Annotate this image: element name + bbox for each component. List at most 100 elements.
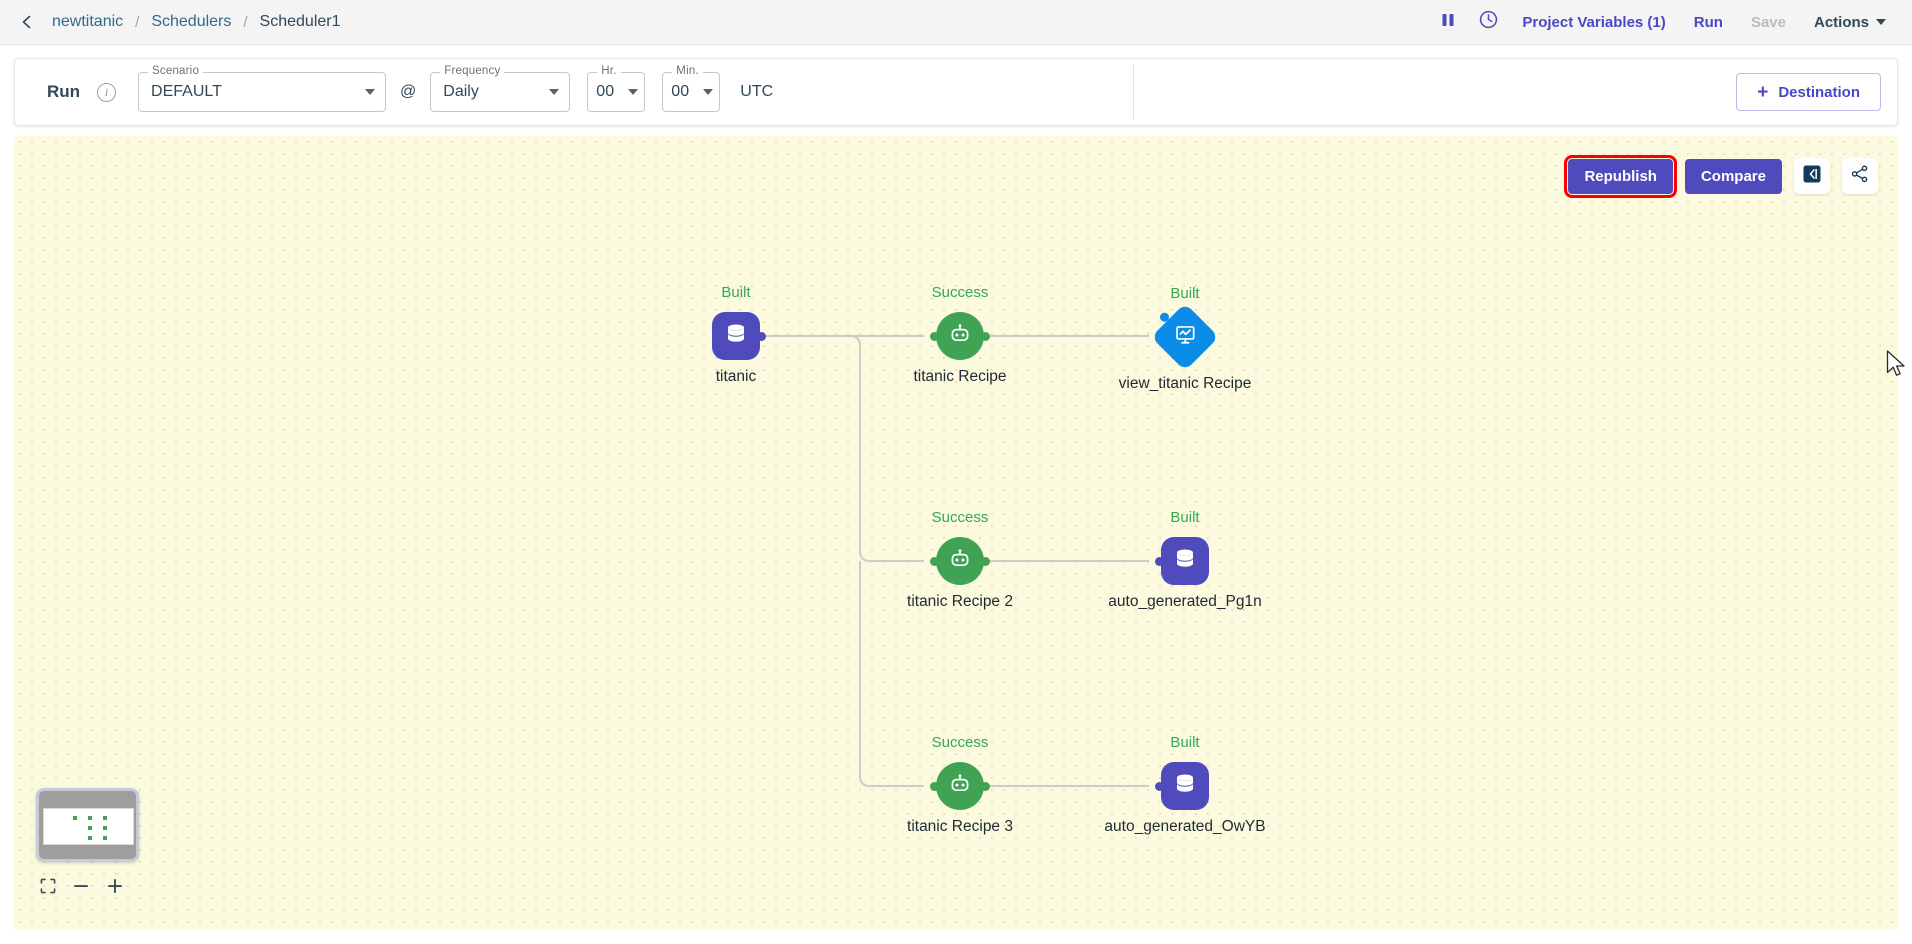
input-port[interactable] (1155, 556, 1164, 566)
at-symbol: @ (400, 83, 417, 100)
plus-icon (106, 877, 124, 900)
minimap-node-dot (103, 826, 107, 830)
node-titanic[interactable]: Built titanic (712, 284, 766, 385)
share-nodes-icon (1850, 164, 1870, 189)
output-port[interactable] (757, 331, 766, 341)
top-bar: newtitanic / Schedulers / Scheduler1 Pro… (0, 0, 1912, 45)
recipe-node-shape[interactable] (930, 312, 990, 360)
output-port[interactable] (981, 556, 990, 566)
zoom-out-button[interactable] (72, 877, 90, 900)
node-label: auto_generated_OwYB (1104, 818, 1266, 835)
input-port[interactable] (930, 781, 939, 791)
minute-select[interactable]: Min. 00 (662, 65, 721, 112)
run-label: Run (47, 82, 81, 101)
canvas-action-bar: Republish Compare (1564, 154, 1878, 198)
node-status: Built (721, 284, 751, 301)
node-status: Built (1170, 285, 1200, 302)
flow-canvas[interactable]: Republish Compare (14, 136, 1898, 930)
output-port[interactable] (981, 331, 990, 341)
compare-button[interactable]: Compare (1684, 158, 1782, 194)
dataset-node-shape[interactable] (1155, 537, 1209, 585)
scenario-value: DEFAULT (151, 83, 222, 100)
add-destination-label: Destination (1778, 83, 1860, 101)
pause-button[interactable] (1430, 4, 1466, 40)
dataset-node-shape[interactable] (712, 312, 766, 360)
collapse-panel-button[interactable] (1794, 158, 1830, 194)
fit-to-screen-icon (40, 878, 56, 899)
chevron-down-icon (628, 89, 639, 95)
chevron-down-icon (703, 89, 714, 95)
minimap-node-dot (103, 816, 107, 820)
back-button[interactable] (12, 0, 42, 45)
scheduler-settings-bar: Run i Scenario DEFAULT @ Frequency Daily… (14, 58, 1898, 126)
node-label: titanic Recipe 2 (907, 593, 1013, 610)
node-titanic-recipe-3[interactable]: Success titanic Recipe 3 (907, 734, 1013, 835)
section-divider (1133, 64, 1135, 120)
chevron-down-icon (1876, 19, 1886, 25)
actions-menu-label: Actions (1813, 13, 1869, 31)
node-label: view_titanic Recipe (1118, 375, 1252, 392)
chart-board-icon (1173, 322, 1198, 352)
fit-to-screen-button[interactable] (40, 878, 56, 899)
zoom-in-button[interactable] (106, 877, 124, 900)
chart-node-shape[interactable] (1151, 303, 1219, 371)
chevron-down-icon (365, 89, 376, 95)
input-port[interactable] (1160, 312, 1170, 322)
recipe-node-shape[interactable] (930, 537, 990, 585)
hour-select[interactable]: Hr. 00 (587, 65, 646, 112)
node-status: Success (931, 509, 989, 526)
node-auto-generated-owyb[interactable]: Built auto_generated_OwYB (1104, 734, 1265, 835)
node-status: Built (1170, 734, 1200, 751)
minimap-viewport[interactable] (43, 808, 134, 845)
frequency-legend: Frequency (440, 65, 505, 77)
output-port[interactable] (981, 781, 990, 791)
database-icon (1172, 771, 1198, 802)
republish-button[interactable]: Republish (1564, 154, 1677, 198)
node-view-titanic-recipe[interactable]: Built view_titanic Recipe (1119, 285, 1252, 392)
minimap[interactable] (36, 788, 139, 862)
actions-menu-button[interactable]: Actions (1802, 7, 1898, 38)
minus-icon (72, 877, 90, 900)
breadcrumb-item-schedulers[interactable]: Schedulers (151, 13, 232, 30)
robot-icon (947, 321, 973, 352)
minimap-node-dot (88, 836, 92, 840)
project-variables-button[interactable]: Project Variables (1) (1522, 13, 1666, 31)
zoom-controls (40, 877, 124, 900)
breadcrumb-item-project[interactable]: newtitanic (52, 13, 124, 30)
scenario-select[interactable]: Scenario DEFAULT (138, 65, 387, 112)
minimap-node-dot (88, 826, 92, 830)
database-icon (1172, 546, 1198, 577)
top-bar-actions: Project Variables (1) Run Save Actions (1430, 0, 1898, 45)
node-auto-generated-pg1n[interactable]: Built auto_generated_Pg1n (1108, 509, 1261, 610)
database-icon (723, 321, 749, 352)
robot-icon (947, 546, 973, 577)
chevron-left-icon (19, 14, 35, 30)
save-button: Save (1750, 13, 1786, 31)
input-port[interactable] (930, 331, 939, 341)
frequency-value: Daily (443, 83, 479, 100)
minute-legend: Min. (672, 65, 703, 77)
node-titanic-recipe-2[interactable]: Success titanic Recipe 2 (907, 509, 1013, 610)
minimap-node-dot (73, 816, 77, 820)
breadcrumb: newtitanic / Schedulers / Scheduler1 (48, 11, 345, 33)
scenario-legend: Scenario (148, 65, 204, 77)
plus-icon: + (1757, 81, 1769, 103)
breadcrumb-separator: / (135, 13, 140, 31)
input-port[interactable] (930, 556, 939, 566)
input-port[interactable] (1155, 781, 1164, 791)
frequency-select[interactable]: Frequency Daily (430, 65, 571, 112)
node-titanic-recipe[interactable]: Success titanic Recipe (913, 284, 1006, 385)
node-label: titanic (715, 368, 757, 385)
pause-icon (1439, 11, 1457, 34)
share-button[interactable] (1842, 158, 1878, 194)
add-destination-button[interactable]: + Destination (1736, 73, 1881, 111)
graph-edges (760, 335, 1149, 787)
pipeline-graph: Built titanic Success titanic Recipe (14, 136, 1898, 930)
info-icon[interactable]: i (97, 82, 117, 102)
run-button[interactable]: Run (1693, 13, 1723, 31)
run-history-button[interactable] (1470, 4, 1506, 40)
node-status: Built (1170, 509, 1200, 526)
recipe-node-shape[interactable] (930, 762, 990, 810)
node-label: titanic Recipe (913, 368, 1007, 385)
dataset-node-shape[interactable] (1155, 762, 1209, 810)
